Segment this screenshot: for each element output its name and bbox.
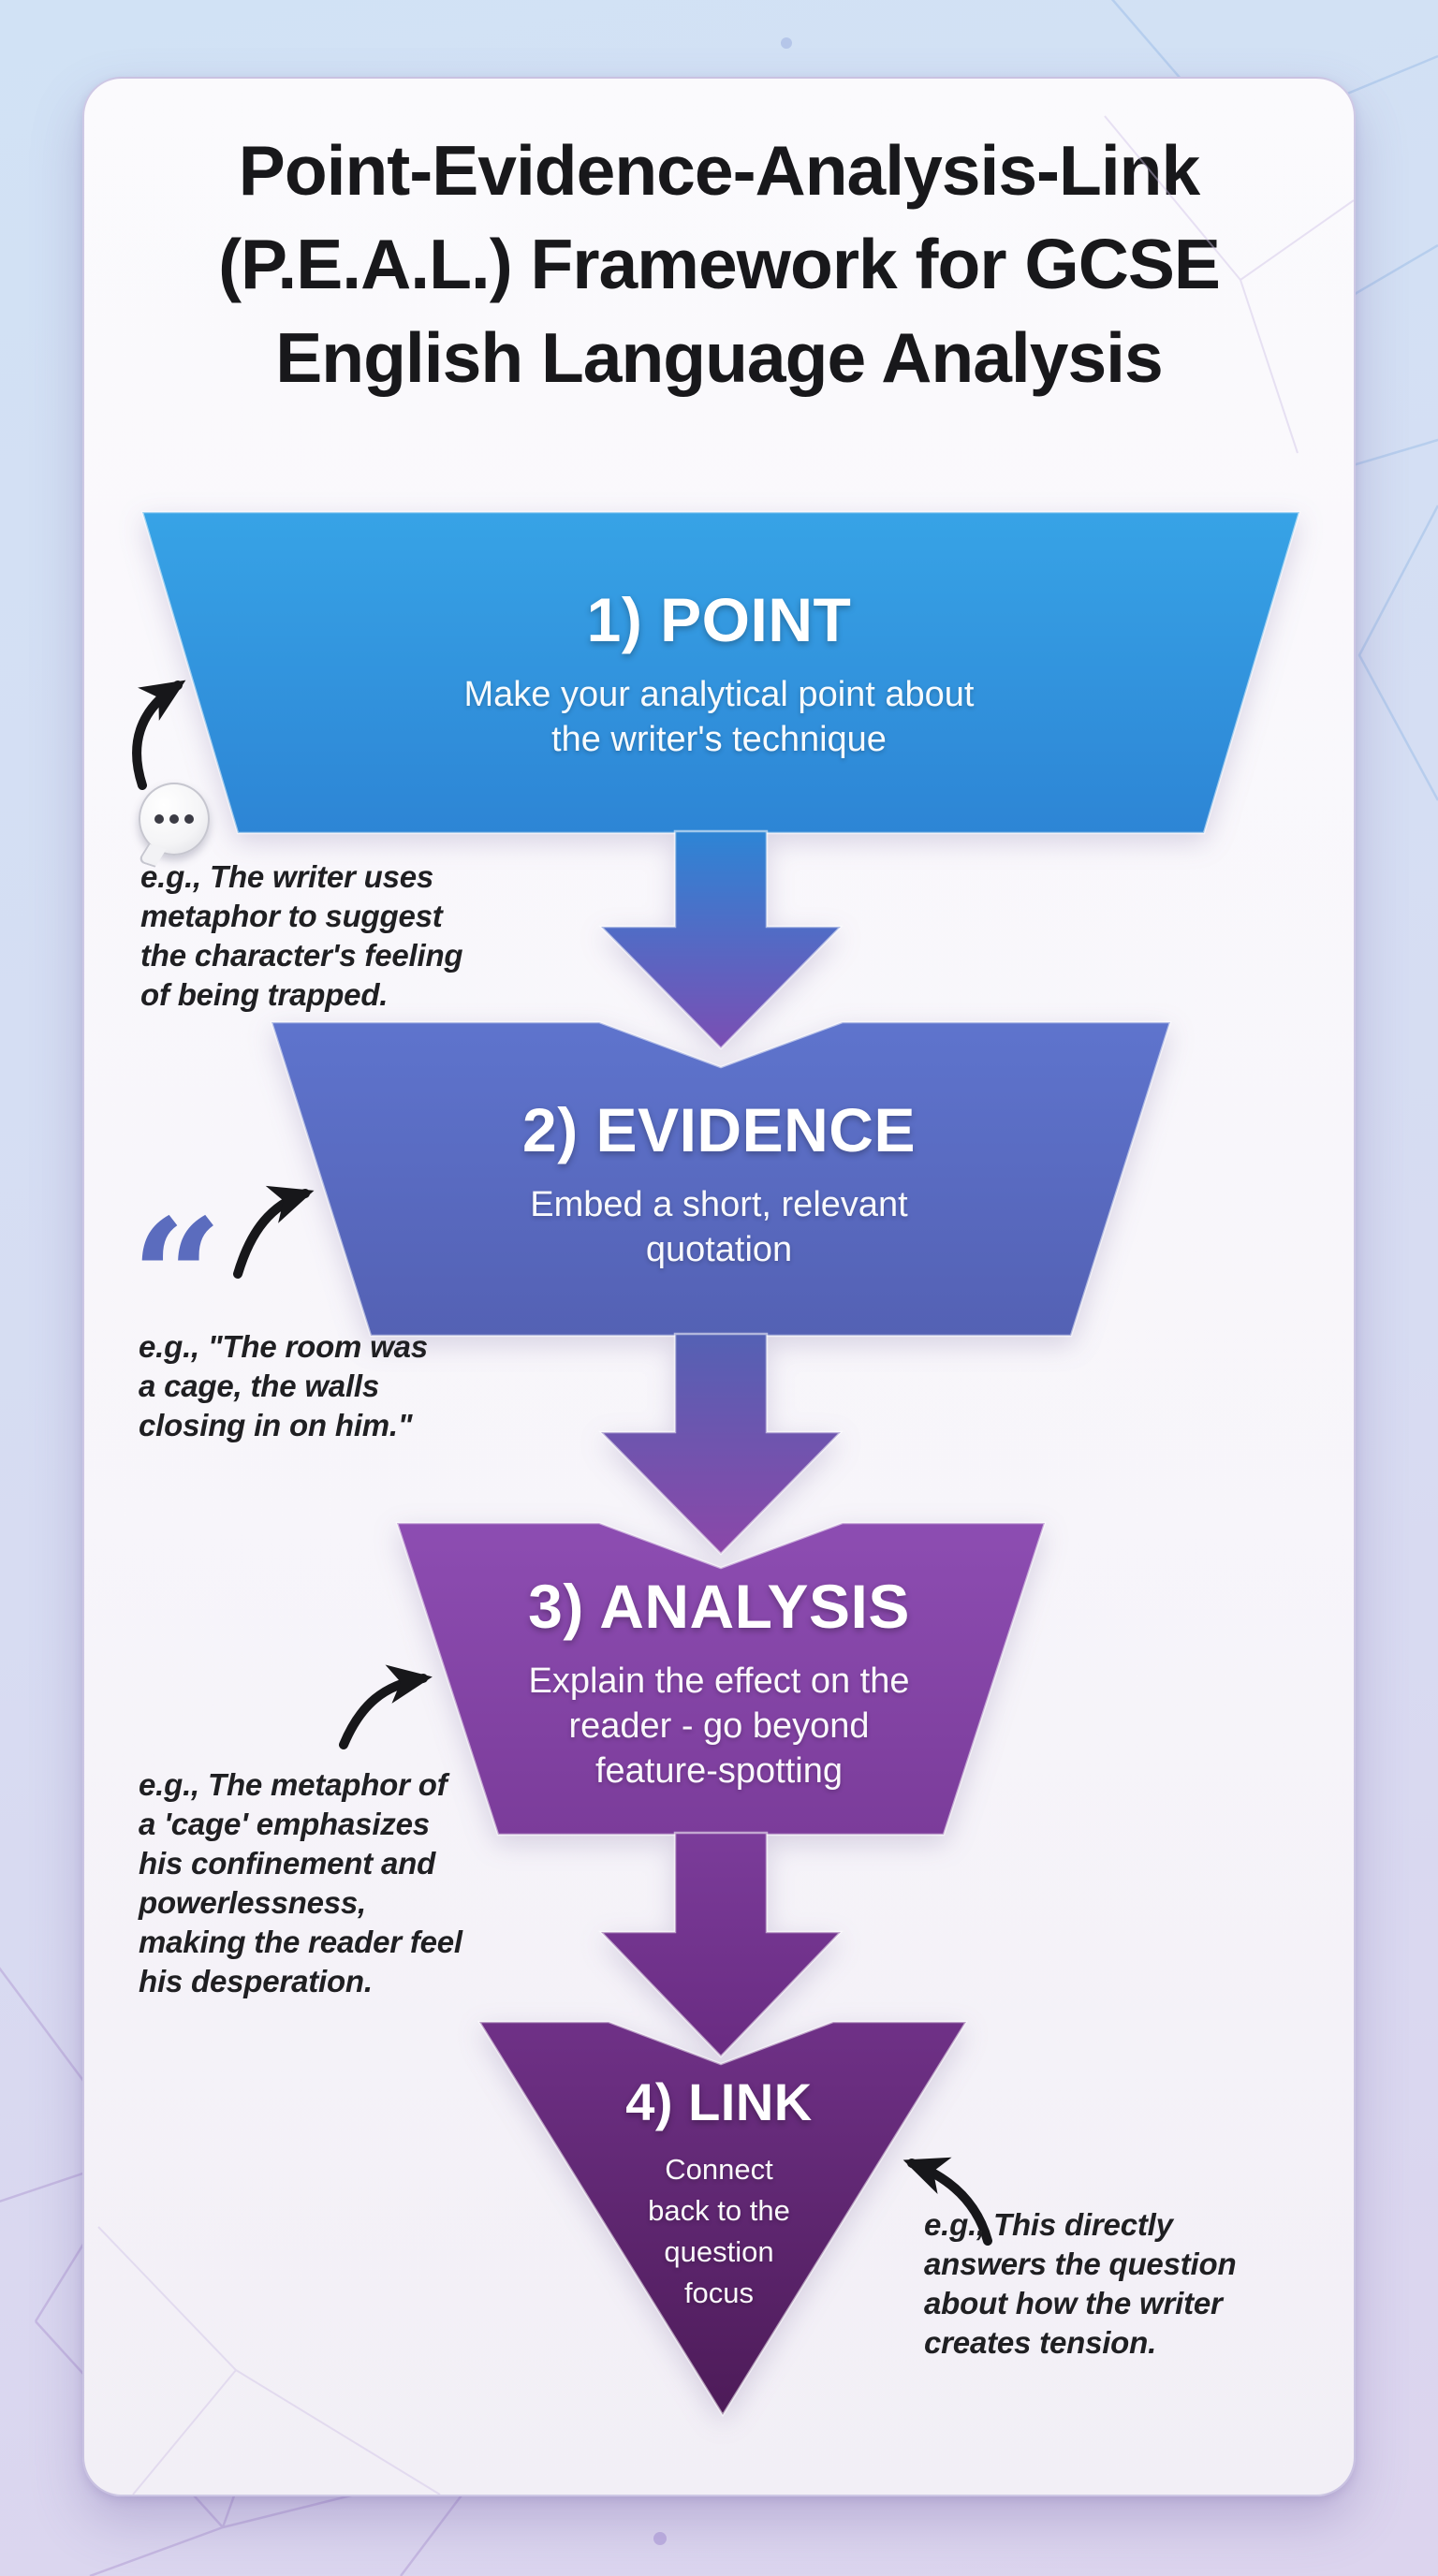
connector-arrow-3: [598, 1831, 844, 2058]
card-watermark-lines: [97, 115, 1354, 2495]
stage-link-description: Connect back to the question focus: [648, 2153, 790, 2309]
funnel-stage-point: 1) POINT Make your analytical point abou…: [84, 582, 1354, 762]
example-note-evidence: e.g., "The room was a cage, the walls cl…: [139, 1329, 428, 1442]
bubble-dot: [169, 814, 179, 824]
bubble-dot: [154, 814, 164, 824]
bubble-dot: [184, 814, 194, 824]
double-quote-icon: “: [131, 1184, 223, 1371]
stage-analysis-description: Explain the effect on the reader - go be…: [528, 1661, 910, 1791]
funnel-stage-analysis: 3) ANALYSIS Explain the effect on the re…: [84, 1569, 1354, 1793]
connector-arrow-1: [598, 829, 844, 1050]
funnel-diagram: [97, 115, 1354, 2495]
stage-evidence-label: 2) EVIDENCE: [522, 1095, 916, 1164]
annotation-arrow-evidence: [233, 1185, 315, 1279]
annotation-arrow-analysis: [339, 1664, 433, 1749]
funnel-stage-point-shape: [140, 510, 1301, 835]
page-title: Point-Evidence-Analysis-Link (P.E.A.L.) …: [84, 124, 1354, 404]
stage-evidence-description: Embed a short, relevant quotation: [530, 1185, 908, 1269]
stage-point-description: Make your analytical point about the wri…: [463, 675, 975, 759]
page-title-line-1: Point-Evidence-Analysis-Link: [238, 131, 1200, 210]
funnel-stage-link-shape: [477, 2020, 969, 2418]
page-title-line-3: English Language Analysis: [275, 318, 1163, 397]
example-note-analysis: e.g., The metaphor of a 'cage' emphasize…: [139, 1767, 462, 1998]
annotation-arrow-point: [132, 680, 186, 790]
speech-bubble-icon: [139, 783, 210, 856]
example-note-point: e.g., The writer uses metaphor to sugges…: [140, 859, 463, 1012]
funnel-stage-link: 4) LINK Connect back to the question foc…: [84, 2065, 1354, 2314]
annotation-arrow-link: [902, 2157, 992, 2246]
funnel-stage-evidence-shape: [270, 1020, 1172, 1338]
content-card: Point-Evidence-Analysis-Link (P.E.A.L.) …: [82, 77, 1356, 2496]
connector-arrow-2: [598, 1332, 844, 1556]
funnel-stage-analysis-shape: [395, 1521, 1047, 1837]
page-title-line-2: (P.E.A.L.) Framework for GCSE: [218, 225, 1221, 303]
stage-link-label: 4) LINK: [625, 2072, 813, 2131]
funnel-stage-evidence: 2) EVIDENCE Embed a short, relevant quot…: [84, 1092, 1354, 1272]
stage-analysis-label: 3) ANALYSIS: [528, 1572, 910, 1641]
stage-point-label: 1) POINT: [586, 585, 852, 654]
example-note-link: e.g., This directly answers the question…: [924, 2207, 1237, 2360]
